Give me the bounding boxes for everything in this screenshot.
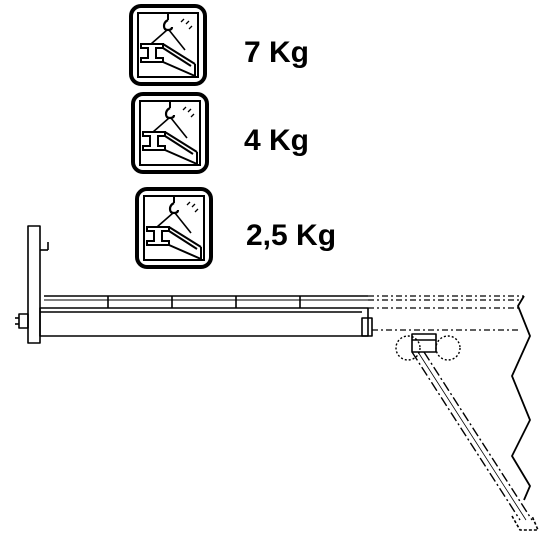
load-weight-label: 4 Kg [244, 124, 310, 157]
load-row-3: 2,5 Kg [0, 187, 546, 277]
load-hook-beam-icon [135, 187, 213, 269]
load-row-2: 4 Kg [0, 92, 546, 182]
vertical-post [27, 225, 41, 344]
load-hook-beam-icon [129, 4, 207, 86]
load-row-1: 7 Kg [0, 4, 546, 94]
bolt-head [18, 313, 29, 329]
load-hook-beam-icon [131, 92, 209, 174]
load-weight-label: 2,5 Kg [246, 219, 337, 252]
load-weight-label: 7 Kg [244, 36, 310, 69]
